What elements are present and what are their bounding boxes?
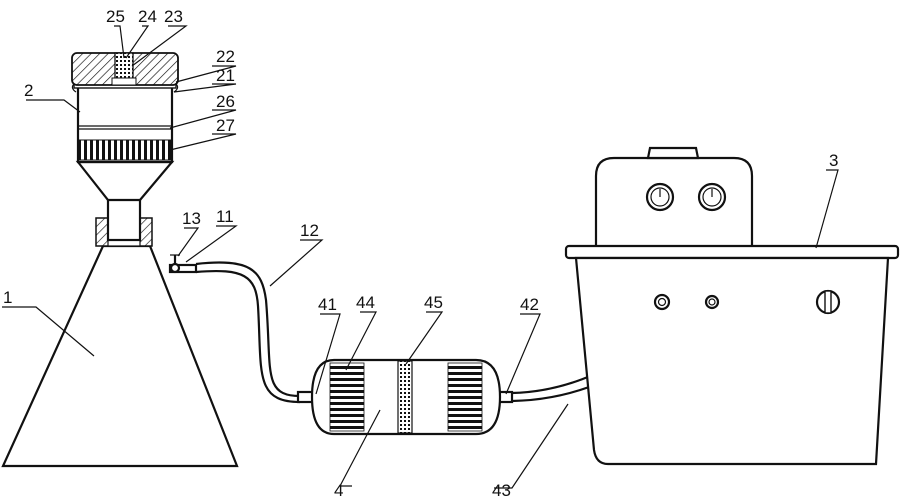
filter-screen [78, 139, 172, 161]
label-25: 25 [106, 7, 125, 26]
label-21: 21 [216, 66, 235, 85]
outlet-port [704, 294, 720, 310]
filter-element-left [329, 362, 365, 432]
label-11: 11 [216, 207, 234, 226]
filter-core-45 [397, 360, 413, 434]
filter-element-right [447, 362, 483, 432]
label-45: 45 [424, 293, 443, 312]
label-44: 44 [356, 293, 375, 312]
conical-flask [1, 217, 239, 468]
tube-12 [195, 261, 301, 404]
label-23: 23 [164, 7, 183, 26]
label-43: 43 [492, 481, 511, 500]
label-41: 41 [318, 295, 337, 314]
inline-filter [296, 358, 514, 436]
label-24: 24 [138, 7, 157, 26]
leader-lines [2, 25, 839, 489]
label-12: 12 [300, 221, 319, 240]
suction-port [653, 293, 671, 311]
label-42: 42 [520, 295, 539, 314]
label-13: 13 [182, 209, 201, 228]
label-1: 1 [3, 288, 12, 307]
label-22: 22 [216, 47, 235, 66]
filter-funnel [71, 52, 179, 242]
label-27: 27 [216, 116, 235, 135]
label-4: 4 [334, 481, 343, 500]
label-2: 2 [24, 81, 33, 100]
label-26: 26 [216, 92, 235, 111]
label-3: 3 [829, 151, 838, 170]
vacuum-pump [564, 146, 900, 466]
